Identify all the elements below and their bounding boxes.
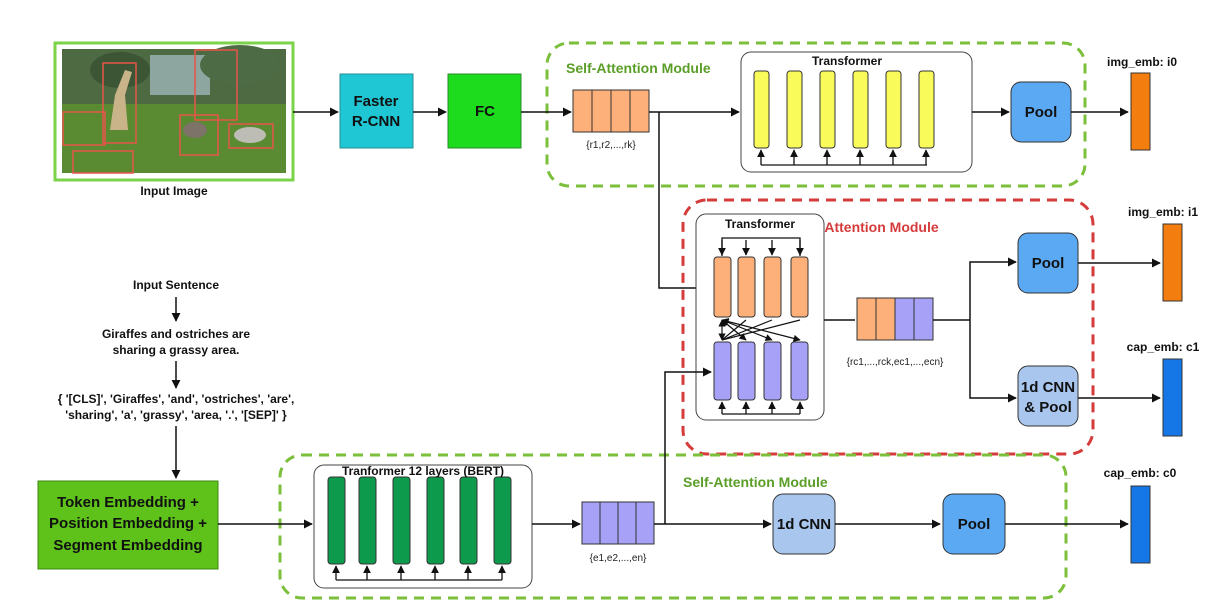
input-sentence-line2: sharing a grassy area. bbox=[113, 343, 240, 357]
output-i1-vector bbox=[1162, 223, 1183, 302]
svg-text:1d CNN: 1d CNN bbox=[1021, 379, 1075, 396]
output-c1-label: cap_emb: c1 bbox=[1127, 340, 1200, 354]
transformer-bert-label: Tranformer 12 layers (BERT) bbox=[342, 464, 504, 478]
self-attention-module-text-label: Self-Attention Module bbox=[683, 474, 828, 490]
svg-text:Token Embedding +: Token Embedding + bbox=[57, 494, 199, 511]
svg-text:Pool: Pool bbox=[1025, 104, 1058, 121]
svg-text:Segment Embedding: Segment Embedding bbox=[53, 537, 202, 554]
word-set-label: {e1,e2,...,en} bbox=[590, 553, 647, 564]
output-i0-label: img_emb: i0 bbox=[1107, 55, 1177, 69]
input-image bbox=[53, 41, 295, 182]
pool-cross: Pool bbox=[1017, 232, 1079, 294]
transformer-img bbox=[740, 51, 973, 173]
transformer-bert bbox=[313, 464, 533, 589]
output-i1-label: img_emb: i1 bbox=[1128, 205, 1198, 219]
fc-block: FC bbox=[447, 73, 522, 149]
output-c1-vector bbox=[1162, 358, 1183, 437]
faster-rcnn-block: Faster R-CNN bbox=[339, 73, 414, 149]
svg-text:R-CNN: R-CNN bbox=[352, 113, 400, 130]
region-set-label: {r1,r2,...,rk} bbox=[586, 140, 636, 151]
self-attention-module-img-label: Self-Attention Module bbox=[566, 60, 711, 76]
output-c0-vector bbox=[1130, 485, 1151, 564]
region-feature-stack bbox=[572, 89, 650, 133]
svg-text:FC: FC bbox=[475, 103, 495, 120]
transformer-cross bbox=[695, 213, 825, 421]
svg-text:& Pool: & Pool bbox=[1024, 399, 1072, 416]
token-list-line1: { '[CLS]', 'Giraffes', 'and', 'ostriches… bbox=[58, 392, 295, 406]
svg-text:Pool: Pool bbox=[1032, 255, 1065, 272]
svg-text:1d CNN: 1d CNN bbox=[777, 516, 831, 533]
output-c0-label: cap_emb: c0 bbox=[1104, 466, 1177, 480]
cnn-self-text: 1d CNN bbox=[772, 493, 836, 555]
self-attention-module-img-box bbox=[545, 41, 1087, 188]
embedding-block: Token Embedding + Position Embedding + S… bbox=[37, 480, 219, 570]
transformer-img-label: Transformer bbox=[812, 54, 882, 68]
input-image-caption: Input Image bbox=[140, 184, 208, 198]
transformer-cross-label: Transformer bbox=[725, 217, 795, 231]
self-attention-module-text-box bbox=[278, 453, 1068, 600]
pool-self-img: Pool bbox=[1010, 81, 1072, 143]
svg-text:Faster: Faster bbox=[353, 93, 398, 110]
token-list-line2: 'sharing', 'a', 'grassy', 'area, '.', '[… bbox=[65, 408, 287, 422]
cnn-pool-cross: 1d CNN & Pool bbox=[1017, 365, 1079, 427]
output-i0-vector bbox=[1130, 72, 1151, 151]
input-sentence-line1: Giraffes and ostriches are bbox=[102, 327, 250, 341]
svg-text:Pool: Pool bbox=[958, 516, 991, 533]
pool-self-text: Pool bbox=[942, 493, 1006, 555]
word-feature-stack bbox=[581, 501, 655, 545]
cross-set-label: {rc1,...,rck,ec1,...,ecn} bbox=[847, 357, 944, 368]
svg-text:Position Embedding +: Position Embedding + bbox=[49, 515, 207, 532]
input-sentence-title: Input Sentence bbox=[133, 278, 219, 292]
cross-feature-stack bbox=[856, 297, 934, 341]
